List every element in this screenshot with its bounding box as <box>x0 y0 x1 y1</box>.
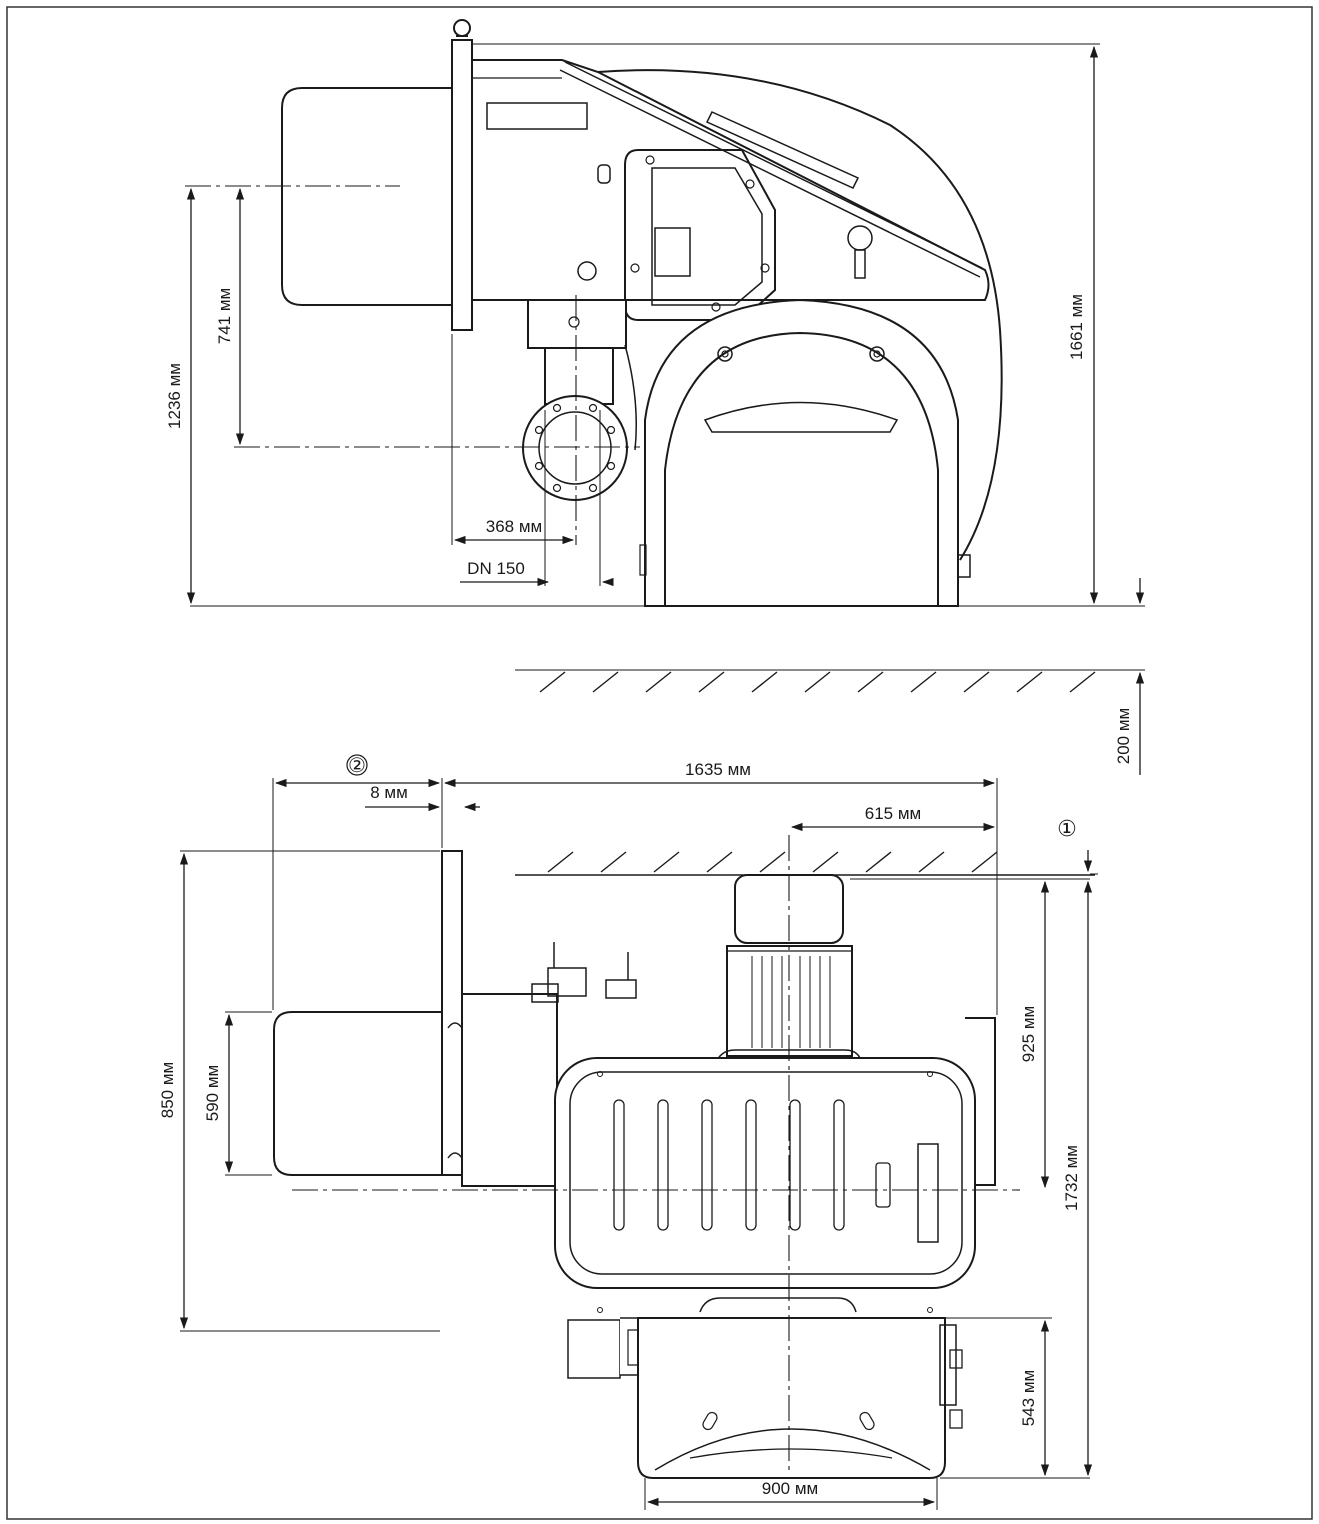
dim-top-axis-offset: 615 мм <box>865 804 921 823</box>
side-view <box>281 19 1003 607</box>
dim-top-depth-total: 1732 мм <box>1062 1145 1081 1211</box>
top-view-extension-lines <box>180 778 1098 1510</box>
floor-hatch <box>539 671 1096 693</box>
dim-top-fan-depth: 543 мм <box>1019 1370 1038 1426</box>
dim-top-motor-length: 925 мм <box>1019 1006 1038 1062</box>
dim-top-tube-width: 590 мм <box>203 1065 222 1121</box>
dim-side-height-total: 1661 мм <box>1067 294 1086 360</box>
top-view-dimension-lines <box>179 778 1093 1507</box>
page-frame <box>6 6 1313 1520</box>
dim-side-gas-connection: DN 150 <box>467 559 525 578</box>
callout-service-space-circle <box>346 754 368 776</box>
top-view <box>273 850 996 1479</box>
wall-hatch <box>515 851 1095 876</box>
dim-side-axis-height: 1236 мм <box>165 363 184 429</box>
callout-service-space: ② <box>348 755 366 777</box>
side-view-extension-lines <box>190 43 1145 671</box>
dim-side-axis-to-flange: 741 мм <box>215 288 234 344</box>
dim-top-fan-width: 900 мм <box>762 1479 818 1498</box>
dim-top-flange-gap: 8 мм <box>370 783 408 802</box>
dim-side-flange-offset: 368 мм <box>486 517 542 536</box>
side-view-centerlines <box>185 185 640 545</box>
side-view-dimension-lines <box>186 45 1145 775</box>
top-view-centerlines <box>292 835 1020 1475</box>
dim-top-flange-width: 850 мм <box>158 1062 177 1118</box>
dim-top-length-total: 1635 мм <box>685 760 751 779</box>
dim-floor-clearance: 200 мм <box>1114 708 1133 764</box>
callout-wall-clearance: ① <box>1057 816 1077 841</box>
